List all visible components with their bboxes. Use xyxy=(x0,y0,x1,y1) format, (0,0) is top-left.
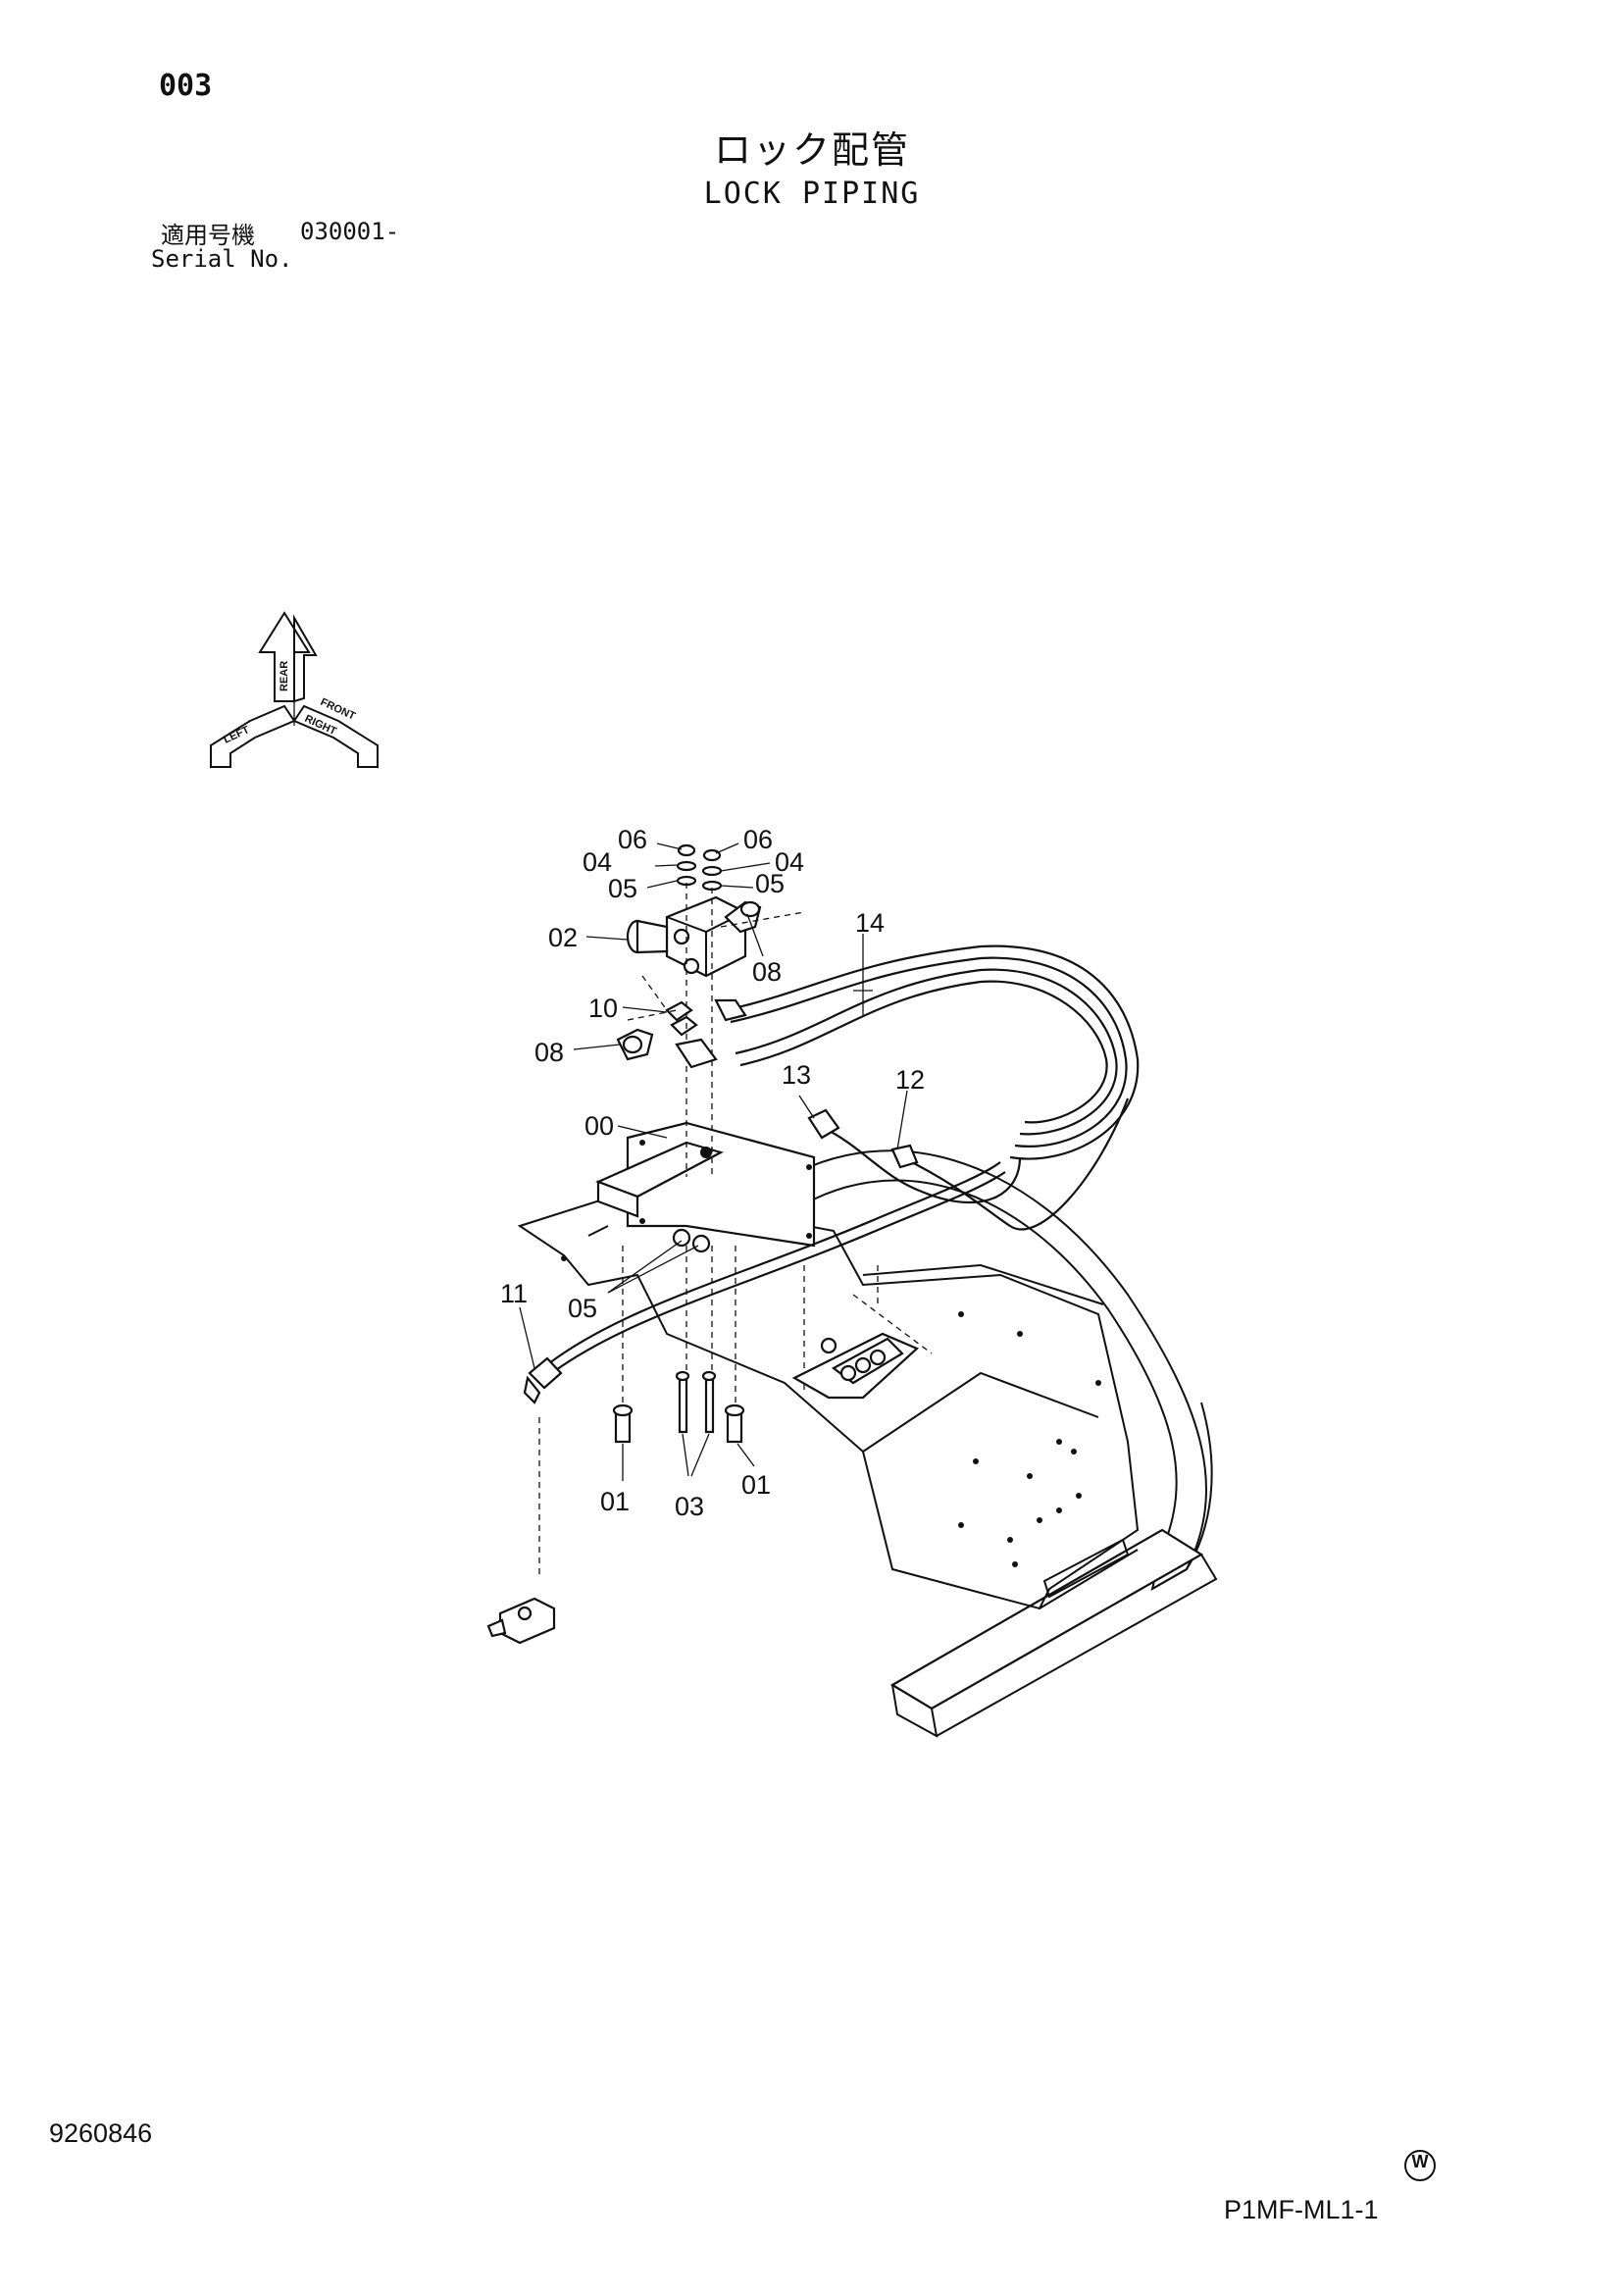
callout-14: 14 xyxy=(855,908,885,938)
page-code: P1MF-ML1-1 xyxy=(1224,2195,1379,2224)
orientation-symbol: REAR LEFT RIGHT FRONT xyxy=(210,611,379,768)
hose-part-12 xyxy=(890,1097,1130,1231)
callout-00: 00 xyxy=(584,1111,614,1141)
serial-label-en: Serial No. xyxy=(151,245,293,273)
callout-05-left: 05 xyxy=(608,874,637,903)
document-number: 9260846 xyxy=(49,2118,153,2148)
callout-04-left: 04 xyxy=(583,847,612,877)
orientation-label-right: RIGHT xyxy=(303,713,338,738)
pilot-valve-bracket xyxy=(791,1332,920,1400)
orientation-label-rear: REAR xyxy=(279,661,290,691)
callout-04-right: 04 xyxy=(775,847,804,877)
circled-mark: W xyxy=(1404,2150,1436,2181)
callout-01-left: 01 xyxy=(600,1487,630,1516)
frame-assembly xyxy=(517,1149,1218,1738)
page-number: 003 xyxy=(159,69,213,103)
page-title-jp: ロック配管 xyxy=(713,128,910,172)
callout-08-lower: 08 xyxy=(534,1038,564,1067)
callout-02: 02 xyxy=(548,923,578,952)
callout-11: 11 xyxy=(500,1279,528,1308)
callout-13: 13 xyxy=(782,1060,811,1090)
orientation-label-front: FRONT xyxy=(319,696,358,723)
frame-holes xyxy=(561,1255,1101,1567)
callout-05-right: 05 xyxy=(755,869,785,898)
hose-assembly-14 xyxy=(675,944,1140,1160)
hose-part-13 xyxy=(807,1108,1022,1204)
page-title-en: LOCK PIPING xyxy=(703,177,921,211)
serial-value: 030001- xyxy=(300,218,400,245)
callout-05-bottom: 05 xyxy=(568,1294,597,1323)
callout-03: 03 xyxy=(675,1492,704,1521)
bolts-part-01 xyxy=(612,1403,745,1444)
callout-12: 12 xyxy=(895,1065,925,1095)
hose-part-11 xyxy=(523,1161,1006,1404)
callout-06-right: 06 xyxy=(743,825,773,854)
serial-label-jp: 適用号機 xyxy=(161,222,255,249)
bracket-part-00 xyxy=(595,1121,816,1253)
washers-nuts xyxy=(676,843,723,892)
callout-labels: 06 06 04 04 05 05 02 08 14 10 08 13 12 0… xyxy=(500,825,925,1521)
callout-10: 10 xyxy=(588,994,618,1023)
callout-08-upper: 08 xyxy=(752,957,782,987)
callout-06-left: 06 xyxy=(618,825,647,854)
adapter-fittings-10 xyxy=(665,1000,698,1037)
leader-lines xyxy=(519,842,908,1481)
bolts-part-03 xyxy=(675,1370,717,1434)
lower-valve xyxy=(486,1597,556,1645)
callout-01-right: 01 xyxy=(741,1470,771,1500)
